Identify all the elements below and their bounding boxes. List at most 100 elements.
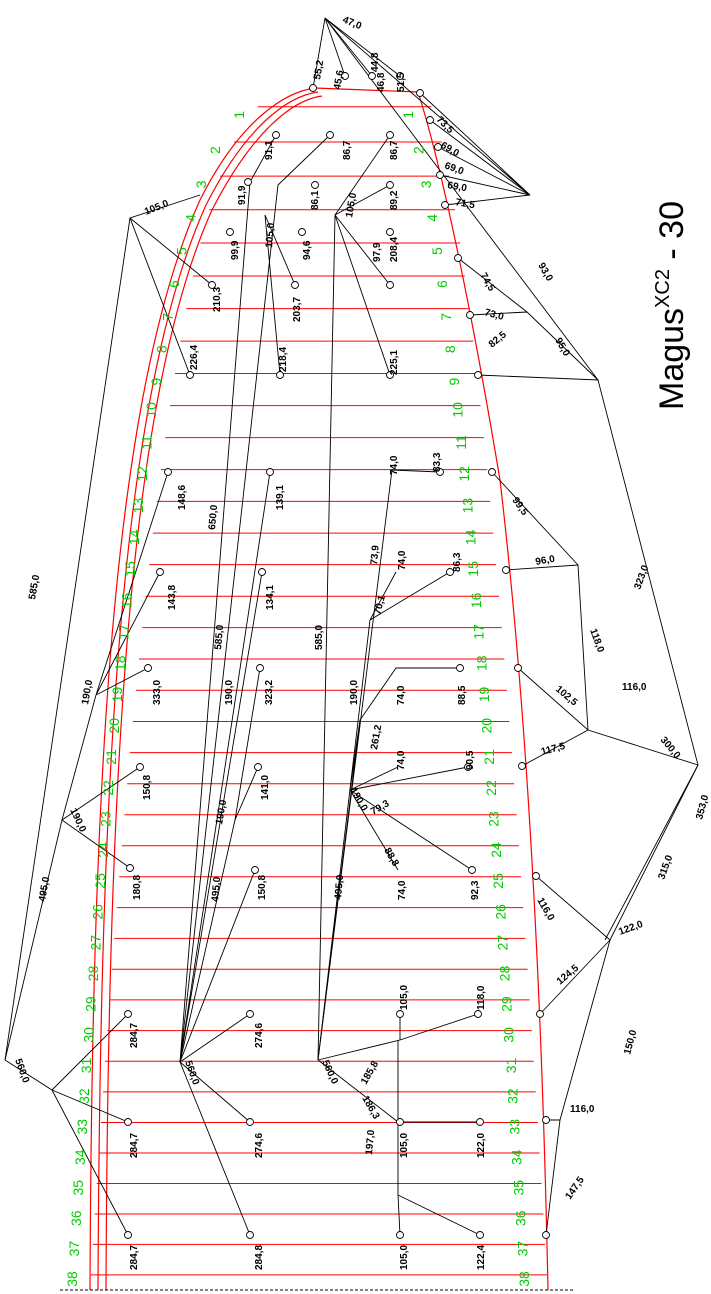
rib-number-right: 33 (507, 1119, 523, 1135)
line-length-label: 70,1 (372, 594, 388, 616)
rib-number-left: 17 (115, 624, 131, 640)
leading-edge-outline-2 (97, 91, 319, 1291)
line-length-label: 74,0 (396, 685, 407, 705)
line-length-label: 560,0 (182, 1059, 201, 1087)
line-length-label: 197,0 (364, 1129, 377, 1155)
line-node (476, 1231, 484, 1239)
rib-number-right: 37 (514, 1241, 530, 1257)
line-length-label: 74,0 (389, 455, 400, 475)
line-length-label: 122,0 (476, 1133, 487, 1158)
line-length-label: 74,0 (397, 550, 408, 570)
line-length-label: 86,1 (310, 190, 321, 210)
center-line-a (179, 1013, 251, 1236)
rib-lines (90, 106, 548, 1276)
line-length-label: 284,7 (129, 1133, 140, 1158)
line-length-label: 333,0 (152, 680, 163, 705)
line-node (272, 131, 280, 139)
line-node (156, 568, 164, 576)
line-length-label: 203,7 (292, 297, 303, 322)
rib-number-left: 15 (122, 561, 138, 577)
line-node (164, 468, 172, 476)
line-node (396, 1118, 404, 1126)
rib-number-left: 20 (106, 718, 122, 734)
rib-number-left: 26 (90, 904, 106, 920)
rib-number-left: 12 (134, 466, 150, 482)
canopy-outline (60, 87, 575, 1291)
line-length-label: 495,0 (37, 876, 52, 903)
line-length-label: 96,0 (535, 554, 557, 568)
line-node (396, 72, 404, 80)
line-node (124, 1231, 132, 1239)
rib-number-left: 38 (64, 1271, 80, 1287)
line-length-label: 210,3 (212, 287, 223, 312)
line-node (466, 311, 474, 319)
rib-number-left: 13 (130, 498, 146, 514)
rib-number-right: 19 (476, 687, 492, 703)
line-node (468, 866, 476, 874)
rib-number-right: 17 (471, 624, 487, 640)
line-length-label: 495,0 (333, 874, 346, 900)
line-node (454, 254, 462, 262)
line-nodes (124, 72, 550, 1239)
line-length-label: 73,9 (369, 544, 382, 565)
rib-number-right: 7 (438, 313, 454, 321)
line-node (266, 468, 274, 476)
line-length-label: 102,5 (553, 684, 580, 709)
line-length-label: 47,0 (341, 15, 364, 33)
line-node (536, 1010, 544, 1018)
line-node (244, 178, 252, 186)
line-node (514, 664, 522, 672)
line-node (246, 1118, 254, 1126)
line-length-label: 190,0 (349, 680, 360, 705)
line-node (474, 1010, 482, 1018)
rib-number-right: 18 (473, 655, 489, 671)
line-node (298, 228, 306, 236)
rib-number-left: 11 (138, 435, 154, 450)
line-length-label: 274,6 (254, 1023, 265, 1048)
rib-number-right: 4 (424, 214, 440, 222)
line-length-label: 585,0 (314, 625, 325, 650)
top-line-a (312, 17, 401, 89)
rib-number-left: 37 (66, 1241, 82, 1257)
line-node (441, 201, 449, 209)
line-node (126, 864, 134, 872)
rib-number-right: 25 (490, 873, 506, 889)
rib-number-left: 27 (87, 935, 103, 951)
line-length-label: 560,0 (319, 1059, 340, 1087)
line-node (416, 89, 424, 97)
line-length-label: 74,0 (397, 880, 408, 900)
rib-number-left: 3 (193, 180, 209, 188)
rib-number-right: 6 (434, 280, 450, 288)
line-length-label: 91,1 (264, 140, 275, 160)
line-node (124, 1118, 132, 1126)
line-length-label: 190,0 (67, 807, 88, 835)
rib-number-left: 24 (95, 842, 111, 858)
line-length-label: 95,0 (552, 336, 571, 359)
line-length-label: 143,8 (167, 585, 178, 610)
line-length-label: 97,9 (372, 242, 383, 262)
line-node (341, 72, 349, 80)
line-node (434, 143, 442, 151)
rib-number-right: 30 (501, 1027, 517, 1043)
rib-number-left: 9 (148, 378, 164, 386)
line-length-label: 116,0 (534, 896, 556, 923)
line-node (386, 371, 394, 379)
line-length-label: 45,6 (332, 69, 346, 91)
line-length-label: 105,0 (264, 222, 277, 248)
line-length-label: 122,0 (617, 919, 645, 938)
center-line-c (179, 134, 331, 1063)
line-length-label: 148,6 (177, 485, 188, 510)
line-length-label: 650,0 (207, 504, 220, 530)
line-node (386, 228, 394, 236)
outer-line-e (61, 471, 169, 821)
line-length-label: 89,2 (389, 190, 400, 210)
rib-number-right: 29 (499, 996, 515, 1012)
line-node (309, 84, 317, 92)
line-length-label: 105,0 (399, 985, 410, 1010)
rib-number-left: 31 (78, 1058, 94, 1074)
center-line-b (179, 667, 261, 1063)
line-length-label: 139,1 (275, 485, 286, 510)
line-node (246, 1231, 254, 1239)
inner-line-a (317, 469, 451, 1061)
